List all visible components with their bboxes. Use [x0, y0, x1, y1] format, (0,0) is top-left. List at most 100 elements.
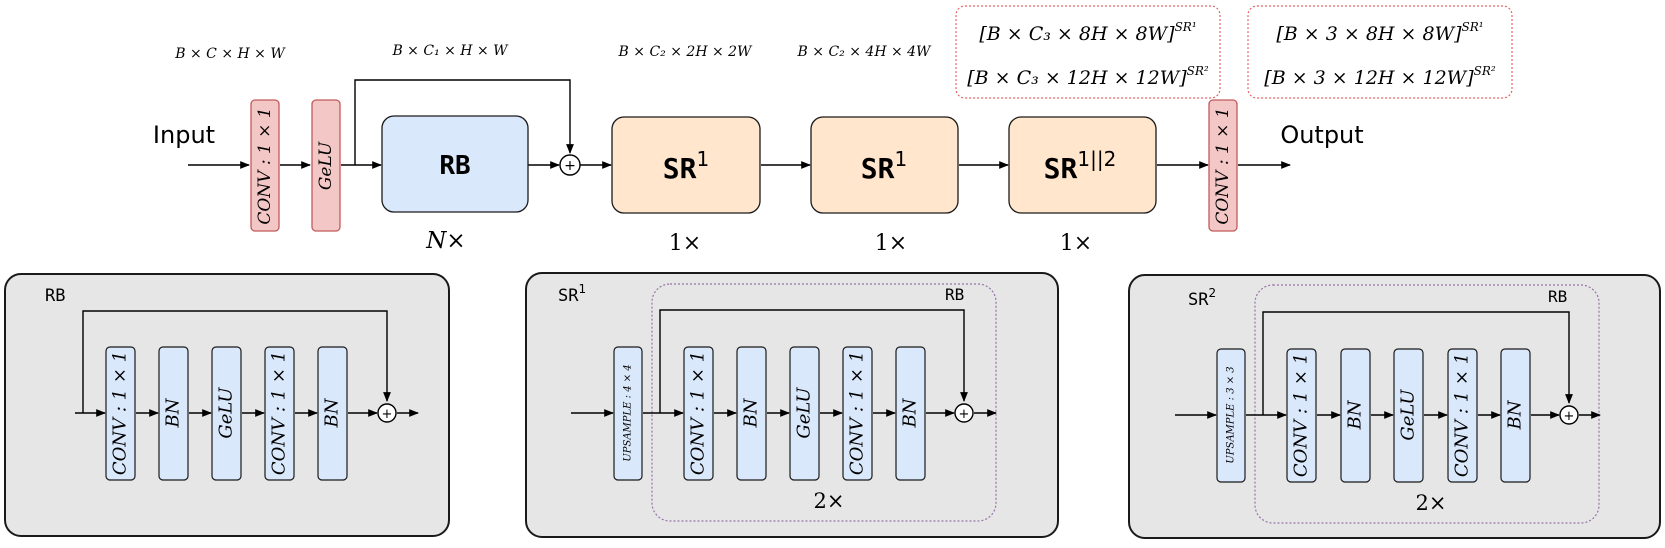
- layer-label: CONV : 1 × 1: [847, 351, 868, 475]
- conv-output-shape: [1208, 99, 1238, 232]
- repeat-rb: N×: [425, 228, 465, 254]
- shape-note-box: [955, 5, 1221, 99]
- sr-block-2: SR1: [810, 116, 959, 214]
- layer-bn: BN: [736, 346, 767, 481]
- layer-shape: [1216, 348, 1246, 483]
- layer-gelu: GeLU: [789, 346, 820, 481]
- layer-shape: [1447, 348, 1478, 483]
- sum-symbol: +: [564, 158, 576, 174]
- sr-block-shape: [611, 116, 761, 214]
- layer-conv: CONV : 1 × 1: [1447, 348, 1478, 483]
- layer-shape: [1500, 348, 1531, 483]
- layer-conv: CONV : 1 × 1: [842, 346, 873, 481]
- shape-note-line-1: [B × 3 × 8H × 8W]SR¹: [1276, 20, 1483, 45]
- layer-label: GeLU: [794, 387, 815, 439]
- dim-label-rb: B × C₁ × H × W: [391, 43, 509, 59]
- conv-input-block: CONV : 1 × 1: [250, 99, 280, 232]
- layer-label: CONV : 1 × 1: [1291, 353, 1312, 477]
- gelu-block: GeLU: [311, 99, 341, 232]
- rb-detail-panel: RB CONV : 1 × 1 BN GeLU CONV : 1 × 1 BN …: [4, 273, 450, 537]
- layer-conv: CONV : 1 × 1: [683, 346, 714, 481]
- rb-group-label: RB: [1548, 287, 1567, 306]
- gelu-shape: [311, 99, 341, 232]
- repeat-label: 2×: [1416, 491, 1447, 515]
- layer-label: UPSAMPLE : 4 × 4: [623, 364, 634, 461]
- rb-label: RB: [439, 151, 470, 181]
- layer-bn: BN: [158, 346, 189, 481]
- layer-shape: [1340, 348, 1371, 483]
- layer-label: GeLU: [216, 387, 237, 439]
- layer-label: CONV : 1 × 1: [269, 351, 290, 475]
- sr2-detail-panel: SR2 RB UPSAMPLE : 3 × 3 CONV : 1 × 1 BN …: [1128, 274, 1661, 539]
- skip-connection: [354, 79, 574, 165]
- shape-note-output: [B × 3 × 8H × 8W]SR¹ [B × 3 × 12H × 12W]…: [1247, 5, 1513, 99]
- layer-shape: [1393, 348, 1424, 483]
- layer-label: CONV : 1 × 1: [688, 351, 709, 475]
- sr-block-shape: [1008, 116, 1157, 214]
- conv-output-label: CONV : 1 × 1: [1213, 107, 1233, 224]
- sr-block-shape: [810, 116, 959, 214]
- sum-node-circle: [559, 154, 581, 176]
- layer-label: UPSAMPLE : 3 × 3: [1226, 366, 1237, 463]
- layer-label: GeLU: [1398, 389, 1419, 441]
- sum-node-circle: [1559, 405, 1579, 425]
- layer-shape: [158, 346, 189, 481]
- rb-shape: [381, 115, 529, 213]
- rb-group-outline: [1254, 284, 1600, 524]
- sum-node: +: [1559, 405, 1579, 425]
- shape-note-line-2: [B × 3 × 12H × 12W]SR²: [1264, 64, 1496, 89]
- repeat-sr12: 1×: [1060, 231, 1092, 256]
- layer-shape: [895, 346, 926, 481]
- panel-title: SR2: [1188, 286, 1216, 310]
- layer-conv: CONV : 1 × 1: [1286, 348, 1317, 483]
- layer-shape: [211, 346, 242, 481]
- repeat-sr1a: 1×: [669, 231, 701, 256]
- sum-symbol: +: [959, 407, 970, 422]
- layer-label: CONV : 1 × 1: [110, 351, 131, 475]
- sr-block-label: SR1: [861, 147, 907, 185]
- input-label: Input: [153, 121, 215, 149]
- sum-node: +: [559, 154, 581, 176]
- layer-conv: CONV : 1 × 1: [105, 346, 136, 481]
- shape-note-sr-out: [B × C₃ × 8H × 8W]SR¹ [B × C₃ × 12H × 12…: [955, 5, 1221, 99]
- layer-label: BN: [900, 397, 921, 428]
- layer-upsample: UPSAMPLE : 4 × 4: [613, 346, 643, 481]
- layer-shape: [842, 346, 873, 481]
- layer-shape: [789, 346, 820, 481]
- layer-upsample: UPSAMPLE : 3 × 3: [1216, 348, 1246, 483]
- skip-connection: [659, 309, 968, 413]
- layer-shape: [683, 346, 714, 481]
- dim-label-sr1a: B × C₂ × 2H × 2W: [618, 44, 754, 60]
- layer-shape: [264, 346, 295, 481]
- layer-shape: [105, 346, 136, 481]
- panel-title: RB: [45, 286, 65, 306]
- layer-shape: [613, 346, 643, 481]
- conv-input-shape: [250, 99, 280, 232]
- repeat-label: 2×: [814, 489, 845, 513]
- sum-symbol: +: [382, 407, 393, 422]
- rb-group-outline: [651, 283, 997, 522]
- layer-label: CONV : 1 × 1: [1452, 353, 1473, 477]
- layer-conv: CONV : 1 × 1: [264, 346, 295, 481]
- dim-label-input: B × C × H × W: [174, 46, 286, 62]
- layer-bn: BN: [1500, 348, 1531, 483]
- layer-shape: [736, 346, 767, 481]
- layer-shape: [317, 346, 348, 481]
- sr-block-1: SR1: [611, 116, 761, 214]
- sr-block-label: SR1: [663, 147, 709, 185]
- repeat-sr1b: 1×: [875, 231, 907, 256]
- dim-label-sr1b: B × C₂ × 4H × 4W: [797, 44, 933, 60]
- layer-label: BN: [322, 397, 343, 428]
- layer-label: BN: [163, 397, 184, 428]
- layer-label: BN: [1345, 399, 1366, 430]
- layer-shape: [1286, 348, 1317, 483]
- shape-note-line-1: [B × C₃ × 8H × 8W]SR¹: [979, 20, 1196, 45]
- sum-node: +: [954, 403, 974, 423]
- layer-bn: BN: [317, 346, 348, 481]
- shape-note-box: [1247, 5, 1513, 99]
- conv-input-label: CONV : 1 × 1: [255, 107, 275, 224]
- sr-block-3: SR1||2: [1008, 116, 1157, 214]
- conv-output-block: CONV : 1 × 1: [1208, 99, 1238, 232]
- gelu-label: GeLU: [316, 141, 336, 190]
